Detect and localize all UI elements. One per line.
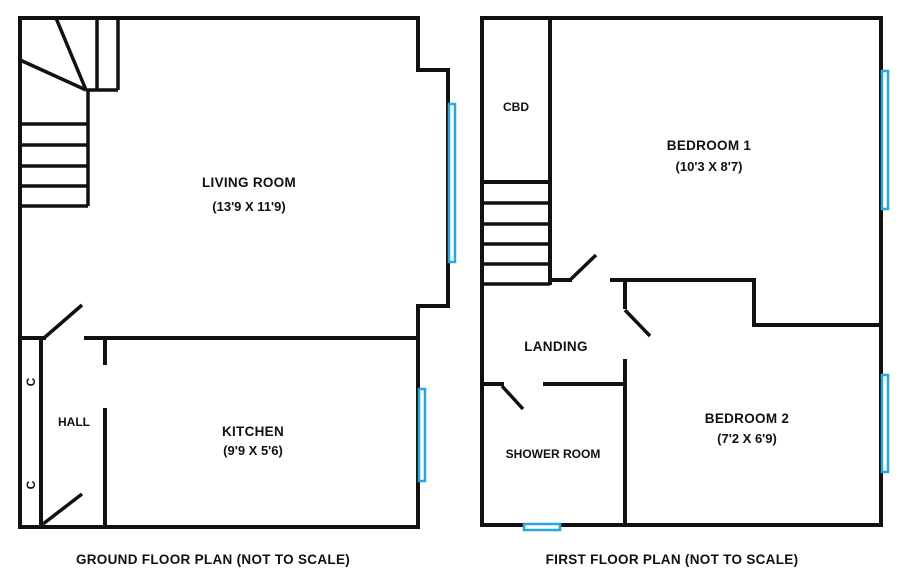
landing-cupboard-door (568, 253, 598, 282)
first-floor-outer-walls (480, 16, 883, 527)
hall-label: HALL (58, 415, 90, 429)
stair-winder-2 (19, 58, 87, 92)
stair-winder-1 (54, 17, 88, 91)
hall-cupboard-top-label: C (24, 377, 38, 386)
cupboard-label: CBD (503, 100, 529, 114)
ground-floor-staircase (19, 17, 120, 208)
bedroom2-dimensions: (7'2 X 6'9) (717, 431, 777, 446)
living-room-dimensions: (13'9 X 11'9) (212, 199, 285, 214)
ground-floor-plan: LIVING ROOM (13'9 X 11'9) KITCHEN (9'9 X… (18, 16, 457, 567)
bedroom2-door (623, 308, 652, 338)
shower-room-door (500, 384, 525, 411)
hall-cupboard-bottom-label: C (24, 480, 38, 489)
first-floor-plan: CBD BEDROOM 1 (10'3 X 8'7) LANDING BEDRO… (480, 16, 890, 567)
bedroom1-dimensions: (10'3 X 8'7) (676, 159, 743, 174)
hall-upper-door (42, 303, 84, 340)
ground-floor-caption: GROUND FLOOR PLAN (NOT TO SCALE) (76, 552, 350, 567)
bedroom1-window (880, 69, 890, 211)
bedroom1-label: BEDROOM 1 (667, 138, 752, 153)
kitchen-dimensions: (9'9 X 5'6) (223, 443, 283, 458)
living-room-window (447, 102, 457, 264)
first-floor-caption: FIRST FLOOR PLAN (NOT TO SCALE) (546, 552, 799, 567)
first-floor-staircase (482, 201, 550, 286)
shower-room-label: SHOWER ROOM (506, 447, 601, 461)
ground-floor-outer-walls (18, 16, 450, 529)
shower-room-window (522, 522, 562, 532)
landing-label: LANDING (524, 339, 588, 354)
bedroom2-window (880, 373, 890, 474)
hall-front-door (41, 492, 84, 526)
bedroom2-label: BEDROOM 2 (705, 411, 789, 426)
living-room-label: LIVING ROOM (202, 175, 296, 190)
bedroom1-bottom-wall (610, 278, 883, 327)
kitchen-window (417, 387, 427, 483)
kitchen-label: KITCHEN (222, 424, 284, 439)
